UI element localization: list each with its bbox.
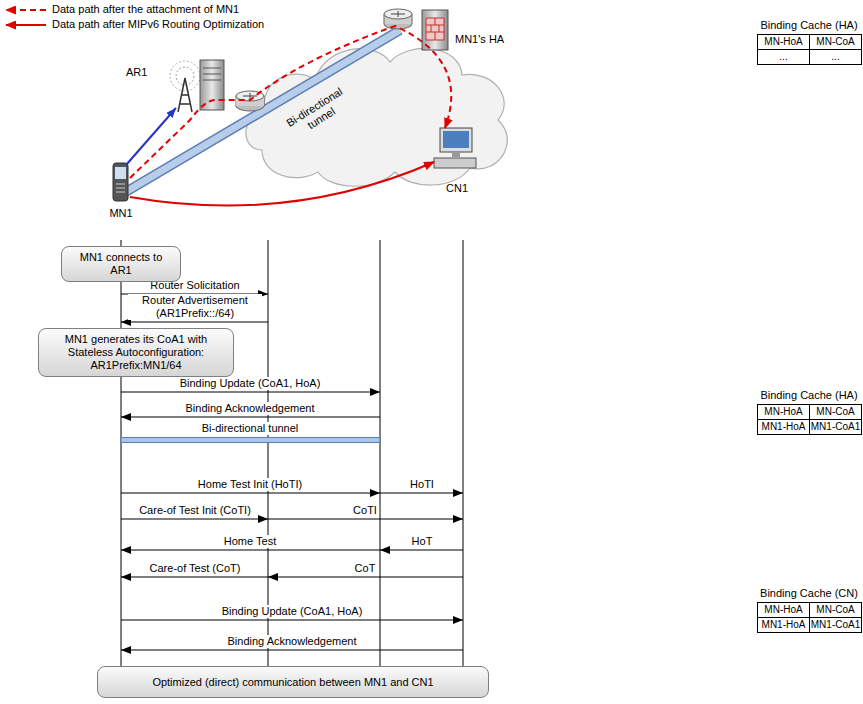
message-label: HoT <box>410 535 435 548</box>
router-arrows <box>243 93 257 99</box>
message-arrow <box>380 549 463 550</box>
table-cell: MN-HoA <box>757 602 810 618</box>
phone-body <box>113 163 128 201</box>
antenna-icon <box>170 61 200 112</box>
server-lines <box>203 68 221 80</box>
message-label: Care-of Test (CoT) <box>148 562 243 575</box>
tunnel-bar <box>124 30 400 193</box>
message-label: Binding Acknowledgement <box>225 635 358 648</box>
message-arrow <box>268 576 463 577</box>
message-label: Binding Cache (HA) <box>758 389 859 402</box>
message-arrow <box>121 391 380 392</box>
monitor <box>440 128 472 152</box>
message-label: Care-of Test Init (CoTI) <box>137 504 253 517</box>
message-label: Home Test <box>222 535 278 548</box>
message-label: Router Advertisement (AR1Prefix::/64) <box>128 294 262 320</box>
message-label: Binding Cache (HA) <box>758 19 859 32</box>
phone-screen <box>115 167 126 179</box>
tunnel-label: Bi-directional tunnel <box>280 82 357 143</box>
device-label: AR1 <box>126 66 147 79</box>
server-box <box>200 60 224 110</box>
message-label: HoTI <box>408 478 436 491</box>
message-label: Binding Acknowledgement <box>183 402 316 415</box>
message-arrow <box>121 549 380 550</box>
table-cell: MN1-HoA <box>757 419 810 435</box>
message-label: Binding Update (CoA1, HoA) <box>220 605 365 618</box>
home-agent-icon <box>384 9 448 50</box>
optimized-data-path <box>130 162 434 206</box>
legend-text: Data path after the attachment of MN1 <box>52 3 239 16</box>
router-top <box>384 9 412 19</box>
process-box: MN1 connects to AR1 <box>61 246 181 282</box>
table-cell: MN-CoA <box>809 404 862 420</box>
table-cell: MN1-CoA1 <box>809 419 862 435</box>
computer-icon <box>434 128 476 168</box>
legend-sample <box>6 24 46 26</box>
lifeline <box>268 240 269 668</box>
message-arrow <box>268 518 463 519</box>
legend-text: Data path after MIPv6 Routing Optimizati… <box>52 18 264 31</box>
message-label: Binding Cache (CN) <box>758 587 860 600</box>
tunnel-fill <box>124 30 400 193</box>
message-label: Home Test Init (HoTI) <box>196 478 304 491</box>
message-arrow <box>121 492 380 493</box>
legend-sample <box>6 9 46 11</box>
radio-wave <box>170 61 200 91</box>
radio-wave <box>176 67 194 85</box>
firewall-bricks <box>426 18 444 40</box>
message-label: Binding Update (CoA1, HoA) <box>178 377 323 390</box>
sequence-chart <box>121 240 463 668</box>
message-arrow <box>121 649 463 650</box>
message-arrow <box>121 576 268 577</box>
screen <box>443 131 469 148</box>
box-text: MN1 generates its CoA1 with Stateless Au… <box>45 333 227 372</box>
table-cell: MN1-CoA1 <box>809 617 862 633</box>
message-label: Bi-directional tunnel <box>200 422 301 435</box>
lifeline <box>121 240 122 668</box>
device-label: CN1 <box>446 182 468 195</box>
process-box: MN1 generates its CoA1 with Stateless Au… <box>38 328 234 377</box>
mobile-node-icon <box>113 163 128 201</box>
message-arrow <box>121 321 268 322</box>
table-cell: MN-HoA <box>757 34 810 50</box>
tunnel-outline <box>124 30 400 193</box>
table-cell: MN1-HoA <box>757 617 810 633</box>
device-label: MN1 <box>109 207 132 220</box>
message-arrow <box>121 416 380 417</box>
message-label: CoT <box>353 562 378 575</box>
message-arrow <box>380 492 463 493</box>
network-cloud <box>246 48 507 186</box>
table-cell: ... <box>757 49 810 65</box>
box-text: Optimized (direct) communication between… <box>152 676 433 689</box>
phone-keys <box>116 184 125 192</box>
process-box: Optimized (direct) communication between… <box>97 666 489 698</box>
box-text: MN1 connects to AR1 <box>68 251 174 277</box>
antenna-tower <box>178 78 192 112</box>
message-arrow <box>121 619 463 620</box>
initial-data-path <box>130 26 451 178</box>
table-cell: MN-CoA <box>809 602 862 618</box>
router-arrows <box>391 11 405 17</box>
keyboard <box>434 158 476 168</box>
message-arrow <box>121 518 268 519</box>
table-cell: MN-CoA <box>809 34 862 50</box>
lifeline <box>380 240 381 668</box>
tunnel-bar <box>121 438 380 443</box>
table-cell: MN-HoA <box>757 404 810 420</box>
legend-samples <box>6 10 46 25</box>
device-label: MN1's HA <box>455 33 504 46</box>
access-router-icon <box>200 60 264 111</box>
cloud-shape <box>246 48 507 186</box>
stand <box>452 152 460 157</box>
lifeline <box>463 240 464 668</box>
message-label: CoTI <box>351 504 379 517</box>
table-cell: ... <box>809 49 862 65</box>
